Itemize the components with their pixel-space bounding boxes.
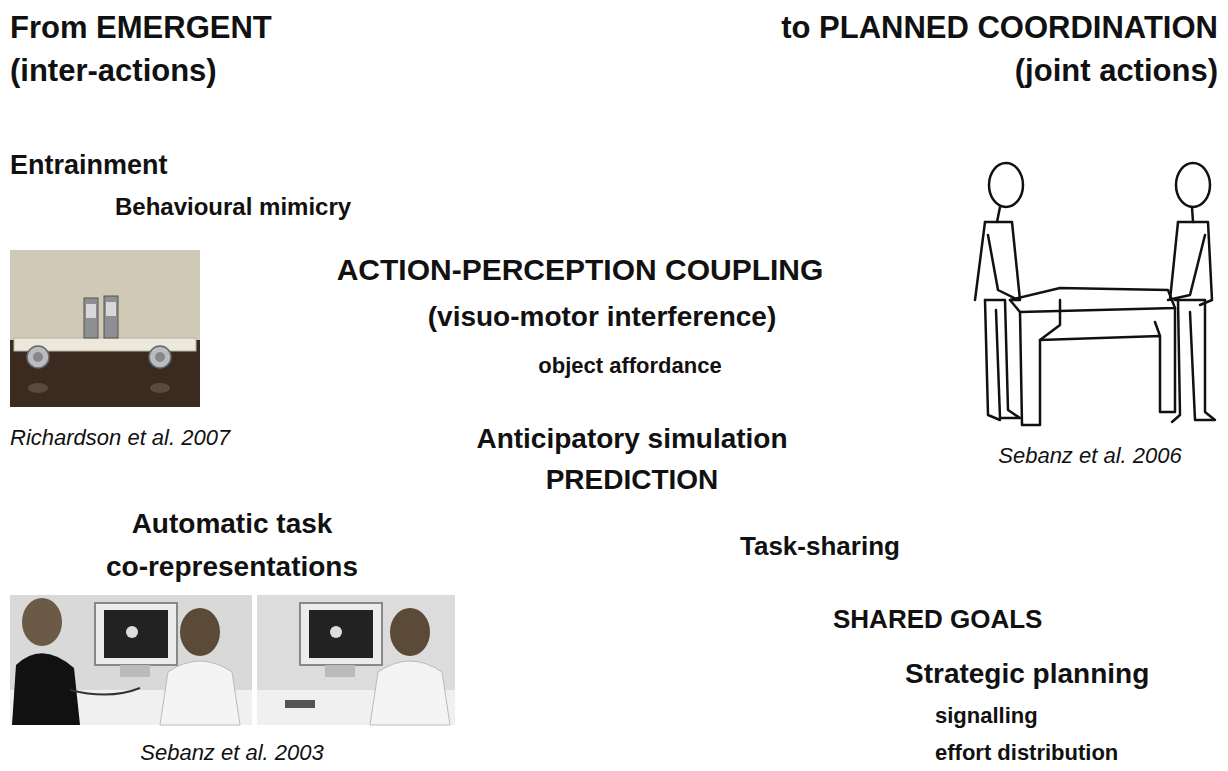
concept-label: object affordance: [538, 353, 721, 379]
heading-left: From EMERGENT (inter-actions): [10, 6, 272, 92]
table-carrying-drawing: [975, 163, 1215, 425]
citation: Sebanz et al. 2003: [140, 740, 323, 766]
concept-label: SHARED GOALS: [833, 604, 1042, 635]
citation: Sebanz et al. 2006: [998, 443, 1181, 469]
concept-label: Strategic planning: [905, 657, 1149, 691]
concept-label: Behavioural mimicry: [115, 192, 351, 221]
concept-label: PREDICTION: [546, 463, 719, 497]
concept-label: Entrainment: [10, 149, 168, 181]
concept-label: Anticipatory simulation: [476, 422, 787, 456]
lab-photos: [10, 595, 455, 725]
heading-right: to PLANNED COORDINATION (joint actions): [781, 6, 1218, 92]
concept-label: effort distribution: [935, 740, 1118, 766]
concept-label: Task-sharing: [740, 531, 900, 562]
rocking-chairs-photo: [10, 250, 200, 407]
concept-label: (visuo-motor interference): [428, 300, 777, 334]
concept-label: signalling: [935, 703, 1038, 729]
concept-label: Automatic task co-representations: [106, 502, 358, 588]
citation: Richardson et al. 2007: [10, 425, 230, 451]
concept-label: ACTION-PERCEPTION COUPLING: [337, 252, 824, 288]
